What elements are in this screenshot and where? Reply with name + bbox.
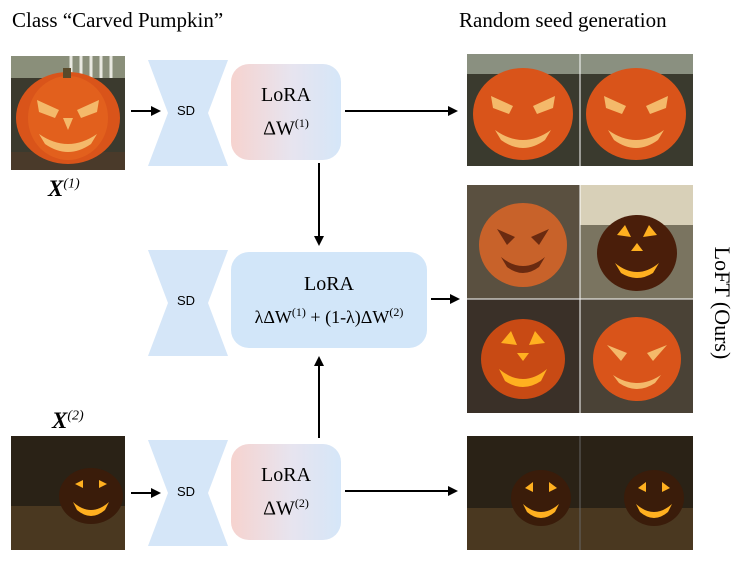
sd-block-top xyxy=(148,60,228,166)
lora-top-formula: ΔW(1) xyxy=(263,116,309,140)
sd-block-bottom xyxy=(148,440,228,546)
lora-bottom-title: LoRA xyxy=(261,464,311,487)
left-title: Class “Carved Pumpkin” xyxy=(12,8,224,32)
sd-label-middle: SD xyxy=(177,293,196,308)
lora-box-bottom: LoRA ΔW(2) xyxy=(231,444,341,540)
lora-top-title: LoRA xyxy=(261,84,311,107)
output-middle-grid xyxy=(467,185,693,413)
output-top-row xyxy=(467,54,693,166)
input-image-1 xyxy=(11,56,125,170)
lora-bottom-formula: ΔW(2) xyxy=(263,496,309,520)
output-bottom-row xyxy=(467,436,693,550)
lora-middle-formula: λΔW(1) + (1-λ)ΔW(2) xyxy=(254,304,404,327)
right-title: Random seed generation xyxy=(459,8,667,32)
lora-box-top: LoRA ΔW(1) xyxy=(231,64,341,160)
side-label-loft: LoFT (Ours) xyxy=(710,246,735,360)
lora-box-middle: LoRA λΔW(1) + (1-λ)ΔW(2) xyxy=(231,252,427,348)
sd-label-top: SD xyxy=(177,103,196,118)
sd-block-middle xyxy=(148,250,228,356)
x1-label: X(1) xyxy=(48,176,80,201)
sd-label-bottom: SD xyxy=(177,484,196,499)
input-image-2 xyxy=(11,436,125,550)
lora-middle-title: LoRA xyxy=(304,272,354,295)
x2-label: X(2) xyxy=(52,408,84,433)
